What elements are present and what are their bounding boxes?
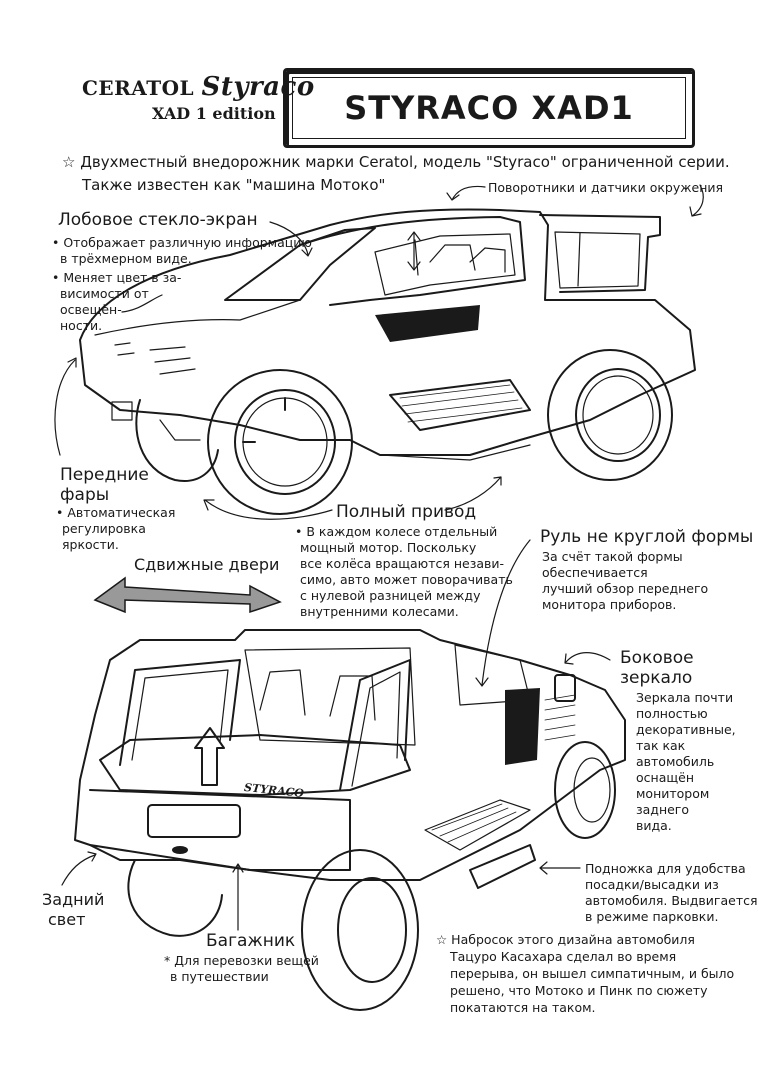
mirror-text-l4: так как [636, 738, 686, 753]
brand-name: CERATOL [82, 76, 195, 100]
page-title: STYRACO XAD1 [344, 89, 634, 127]
mirror-text-l9: вида. [636, 818, 672, 833]
mirror-text-l8: заднего [636, 802, 690, 817]
awd-text-l6: внутренними колесами. [300, 604, 459, 619]
title-box: STYRACO XAD1 [283, 68, 695, 148]
steering-text-l4: монитора приборов. [542, 597, 677, 612]
headlights-heading-l2: фары [60, 485, 110, 505]
note-l3: перерыва, он вышел симпатичным, и было [450, 966, 735, 981]
intro-line-1: ☆ Двухместный внедорожник марки Ceratol,… [62, 153, 730, 171]
mirror-heading-l2: зеркало [620, 668, 693, 688]
note-l2: Тацуро Касахара сделал во время [450, 949, 677, 964]
windshield-bullet-2-l3: освещён- [60, 302, 122, 317]
awd-text-l1: • В каждом колесе отдельный [295, 524, 498, 539]
mirror-text-l5: автомобиль [636, 754, 715, 769]
mirror-text-l6: оснащён [636, 770, 694, 785]
steering-text-l1: За счёт такой формы [542, 549, 683, 564]
rear-light-l1: Задний [42, 890, 105, 909]
step-text-l4: в режиме парковки. [585, 909, 719, 924]
awd-text-l4: симо, авто может поворачивать [300, 572, 513, 587]
steering-text-l2: обеспечивается [542, 565, 648, 580]
windshield-bullet-1-l1: • Отображает различную информацию [52, 235, 312, 250]
front-car-illustration [79, 208, 696, 515]
headlights-heading-l1: Передние [60, 465, 149, 485]
sliding-doors-label: Сдвижные двери [134, 555, 280, 574]
mirror-text-l3: декоративные, [636, 722, 736, 737]
step-text-l3: автомобиля. Выдвигается [585, 893, 758, 908]
trunk-heading: Багажник [206, 931, 296, 951]
steering-text-l3: лучший обзор переднего [542, 581, 709, 596]
awd-text-l2: мощный мотор. Поскольку [300, 540, 477, 555]
trunk-text-l1: * Для перевозки вещей [164, 953, 319, 968]
windshield-bullet-2-l2: висимости от [60, 286, 149, 301]
mirror-text-l2: полностью [636, 706, 708, 721]
steering-heading: Руль не круглой формы [540, 527, 754, 547]
step-text-l2: посадки/высадки из [585, 877, 719, 892]
step-text-l1: Подножка для удобства [585, 861, 746, 876]
note-l5: покатаются на таком. [450, 1000, 596, 1015]
windshield-bullet-2-l4: ности. [60, 318, 103, 333]
mirror-text-l7: монитором [636, 786, 710, 801]
headlights-text-l3: яркости. [62, 537, 119, 552]
intro-line-2: Также известен как "машина Мотоко" [82, 176, 386, 194]
title-box-inner: STYRACO XAD1 [292, 77, 686, 139]
pointer-arrows [54, 184, 704, 931]
mirror-heading-l1: Боковое [620, 648, 694, 668]
awd-heading: Полный привод [336, 502, 477, 522]
windshield-bullet-1-l2: в трёхмерном виде. [60, 251, 192, 266]
note-l4: решено, что Мотоко и Пинк по сюжету [450, 983, 708, 998]
rear-light-l2: свет [48, 910, 86, 929]
turn-signals-label: Поворотники и датчики окружения [488, 180, 724, 195]
mirror-text-l1: Зеркала почти [636, 690, 734, 705]
brand-line: CERATOL Styraco [82, 72, 315, 102]
windshield-bullet-2-l1: • Меняет цвет в за- [52, 270, 182, 285]
rear-car-illustration [74, 629, 626, 1011]
headlights-text-l2: регулировка [62, 521, 146, 536]
headlights-text-l1: • Автоматическая [56, 505, 176, 520]
awd-text-l3: все колёса вращаются незави- [300, 556, 505, 571]
trunk-text-l2: в путешествии [170, 969, 269, 984]
note-l1: ☆ Набросок этого дизайна автомобиля [436, 932, 695, 947]
windshield-heading: Лобовое стекло-экран [58, 210, 258, 230]
awd-text-l5: с нулевой разницей между [300, 588, 481, 603]
brand-edition: XAD 1 edition [152, 104, 276, 123]
